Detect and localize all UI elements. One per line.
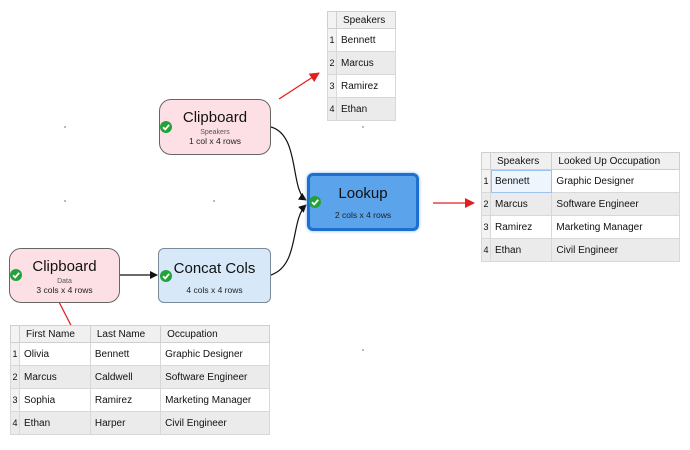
node-dimensions: 2 cols x 4 rows <box>334 210 392 220</box>
row-index: 4 <box>10 411 20 435</box>
check-icon <box>160 121 172 133</box>
lookup-result-table: Speakers Looked Up Occupation 1 Bennett … <box>481 152 680 262</box>
node-dimensions: 3 cols x 4 rows <box>36 285 93 295</box>
check-icon <box>10 269 22 281</box>
row-index-header <box>327 11 337 29</box>
table-cell[interactable]: Software Engineer <box>160 365 270 389</box>
grid-dot <box>213 200 215 202</box>
table-row[interactable]: 3 Ramirez <box>327 74 396 98</box>
check-icon <box>309 196 321 208</box>
column-header[interactable]: Last Name <box>89 325 162 343</box>
column-header[interactable]: Occupation <box>160 325 270 343</box>
row-index: 3 <box>327 74 337 98</box>
grid-dot <box>362 349 364 351</box>
table-cell[interactable]: Harper <box>89 411 162 435</box>
table-cell[interactable]: Ethan <box>336 97 396 121</box>
node-dimensions: 1 col x 4 rows <box>189 136 241 146</box>
row-index: 3 <box>10 388 20 412</box>
table-row[interactable]: 3 Ramirez Marketing Manager <box>481 215 680 239</box>
table-cell[interactable]: Bennett <box>336 28 396 52</box>
row-index: 1 <box>481 169 491 193</box>
connector-concat-to-lookup <box>270 204 307 276</box>
row-index: 3 <box>481 215 491 239</box>
table-cell[interactable]: Caldwell <box>89 365 162 389</box>
concat-cols-node[interactable]: Concat Cols 4 cols x 4 rows <box>158 248 271 303</box>
table-row[interactable]: 2 Marcus Software Engineer <box>481 192 680 216</box>
row-index: 1 <box>10 342 20 366</box>
table-cell[interactable]: Ramirez <box>89 388 162 412</box>
table-row[interactable]: 4 Ethan Civil Engineer <box>481 238 680 262</box>
table-row[interactable]: 2 Marcus <box>327 51 396 75</box>
table-cell[interactable]: Civil Engineer <box>551 238 680 262</box>
row-index-header <box>481 152 491 170</box>
table-row[interactable]: 2 Marcus Caldwell Software Engineer <box>10 365 270 389</box>
row-index: 1 <box>327 28 337 52</box>
column-header[interactable]: Looked Up Occupation <box>551 152 680 170</box>
check-icon <box>160 270 172 282</box>
row-index: 4 <box>327 97 337 121</box>
row-index: 2 <box>481 192 491 216</box>
table-cell[interactable]: Olivia <box>19 342 91 366</box>
table-cell[interactable]: Marketing Manager <box>551 215 680 239</box>
grid-dot <box>362 126 364 128</box>
node-title: Lookup <box>338 185 388 202</box>
table-cell[interactable]: Ethan <box>19 411 91 435</box>
column-header[interactable]: Speakers <box>489 152 553 170</box>
row-index: 2 <box>10 365 20 389</box>
table-cell[interactable]: Bennett <box>89 342 162 366</box>
row-index: 4 <box>481 238 491 262</box>
table-cell[interactable]: Marcus <box>19 365 91 389</box>
table-row[interactable]: 1 Olivia Bennett Graphic Designer <box>10 342 270 366</box>
arrow-to-speakers-table <box>278 72 320 100</box>
table-row[interactable]: 3 Sophia Ramirez Marketing Manager <box>10 388 270 412</box>
table-cell[interactable]: Marcus <box>489 192 553 216</box>
node-title: Clipboard <box>182 109 248 126</box>
table-row[interactable]: 4 Ethan <box>327 97 396 121</box>
table-cell[interactable]: Graphic Designer <box>160 342 270 366</box>
lookup-node[interactable]: Lookup 2 cols x 4 rows <box>307 173 419 231</box>
grid-dot <box>64 200 66 202</box>
table-row[interactable]: 1 Bennett <box>327 28 396 52</box>
row-index-header <box>10 325 20 343</box>
column-header[interactable]: First Name <box>19 325 91 343</box>
table-row[interactable]: 1 Bennett Graphic Designer <box>481 169 680 193</box>
node-title: Clipboard <box>32 258 97 275</box>
column-header[interactable]: Speakers <box>336 11 396 29</box>
node-title: Concat Cols <box>173 260 256 277</box>
table-cell[interactable]: Ramirez <box>489 215 553 239</box>
node-subtitle: Speakers <box>200 129 230 136</box>
grid-dot <box>64 126 66 128</box>
clipboard-speakers-node[interactable]: Clipboard Speakers 1 col x 4 rows <box>159 99 271 155</box>
data-table: First Name Last Name Occupation 1 Olivia… <box>10 325 270 435</box>
table-cell[interactable]: Sophia <box>19 388 91 412</box>
table-cell[interactable]: Bennett <box>489 169 553 193</box>
table-row[interactable]: 4 Ethan Harper Civil Engineer <box>10 411 270 435</box>
table-cell[interactable]: Software Engineer <box>551 192 680 216</box>
node-subtitle: Data <box>57 278 72 285</box>
table-cell[interactable]: Graphic Designer <box>551 169 680 193</box>
speakers-table: Speakers 1 Bennett 2 Marcus 3 Ramirez 4 … <box>327 11 396 121</box>
table-cell[interactable]: Civil Engineer <box>160 411 270 435</box>
clipboard-data-node[interactable]: Clipboard Data 3 cols x 4 rows <box>9 248 120 303</box>
table-cell[interactable]: Marcus <box>336 51 396 75</box>
table-cell[interactable]: Ethan <box>489 238 553 262</box>
connector-speakers-to-lookup <box>270 126 307 201</box>
table-cell[interactable]: Ramirez <box>336 74 396 98</box>
row-index: 2 <box>327 51 337 75</box>
node-dimensions: 4 cols x 4 rows <box>186 285 243 295</box>
table-cell[interactable]: Marketing Manager <box>160 388 270 412</box>
